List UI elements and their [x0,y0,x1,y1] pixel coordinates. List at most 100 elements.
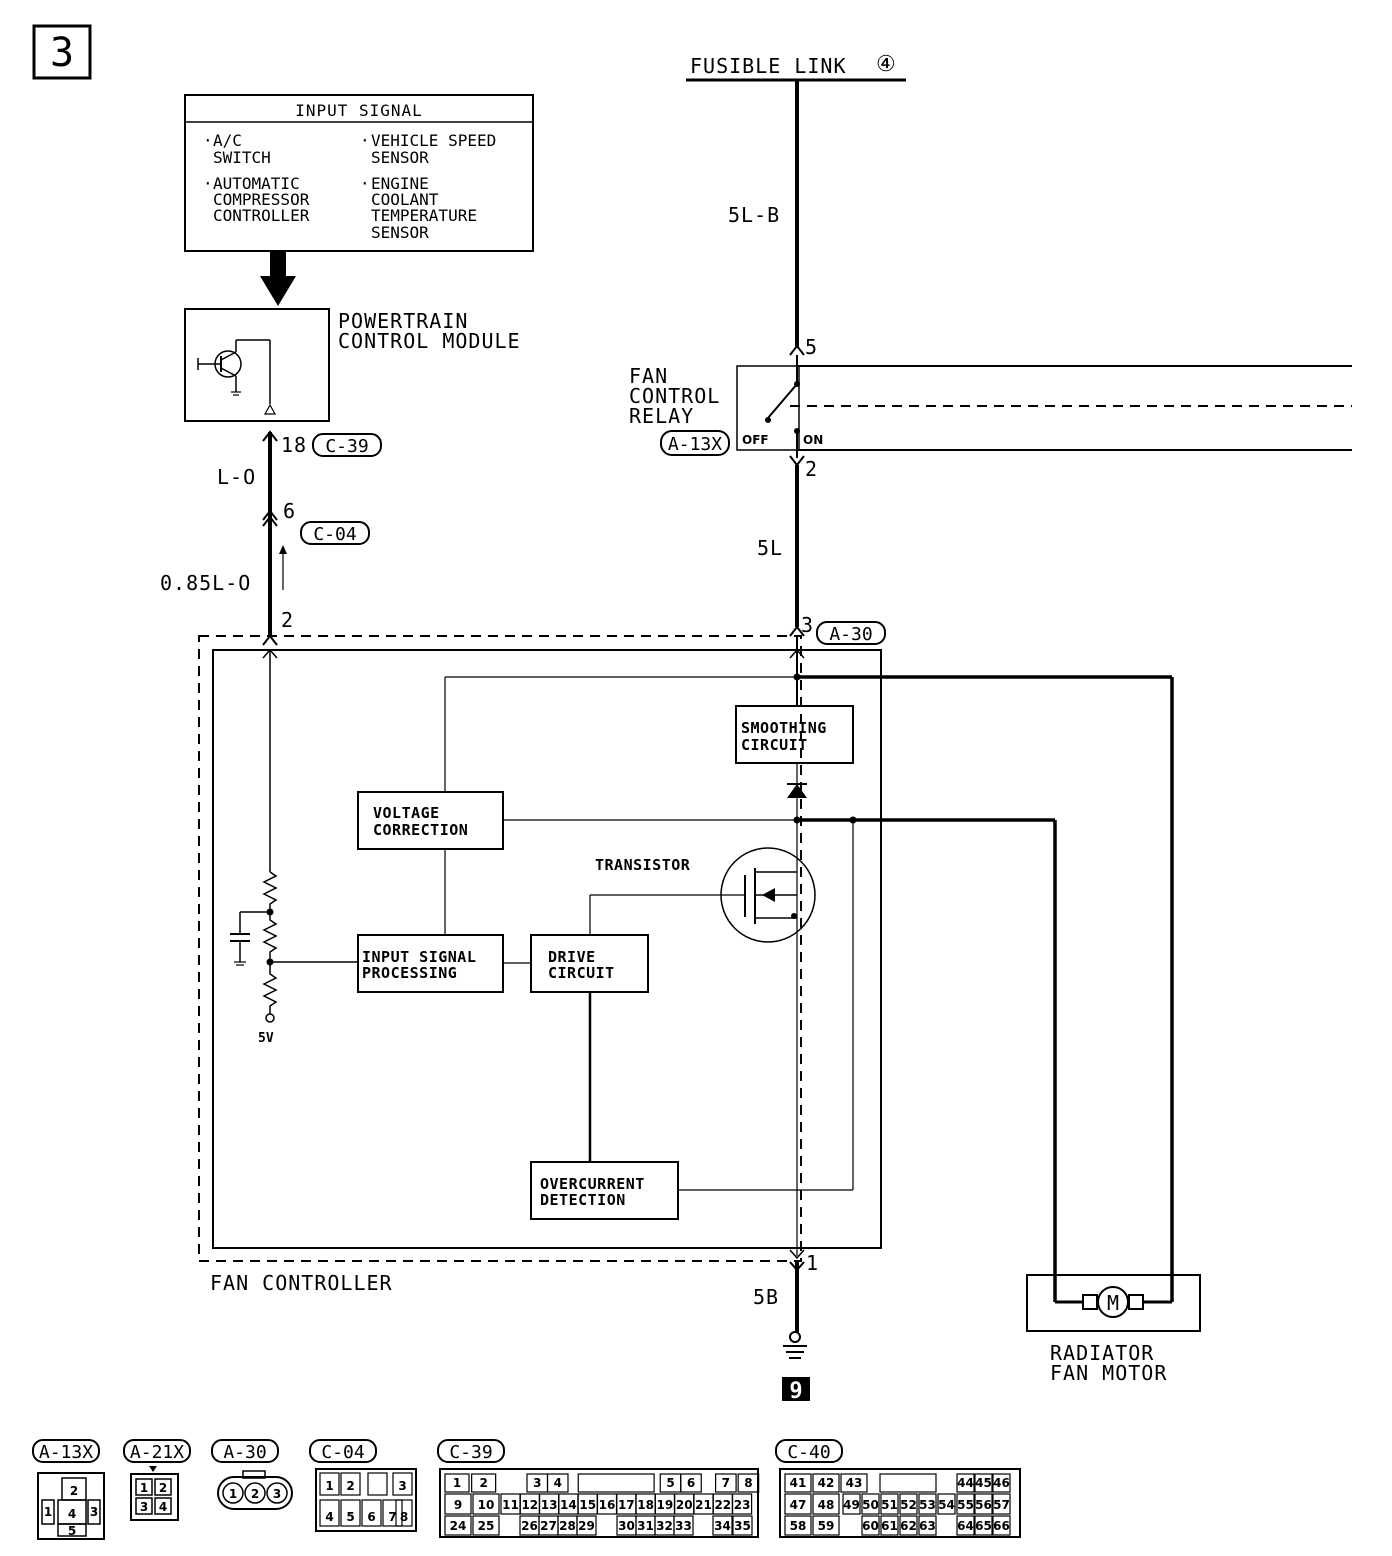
fan-controller-label: FAN CONTROLLER [210,1271,393,1295]
c40-pin-cell [861,1493,880,1515]
input-processing-label-2: PROCESSING [362,964,457,982]
c39-pin-label: 30 [618,1519,635,1533]
c39-pin-label: 31 [637,1519,654,1533]
conn-c39-label: C-39 [449,1442,492,1463]
c39-pin-cell [731,1493,753,1515]
motor-symbol: M [1107,1291,1119,1315]
motor-label-2: FAN MOTOR [1050,1361,1167,1385]
c40-pin-cell [937,1493,956,1515]
c04-pin-cell [319,1472,340,1496]
svg-text:·: · [360,174,370,193]
c04-pin-cell [361,1499,382,1527]
c40-pin-cell [880,1493,899,1515]
wire-label-5l-b: 5L-B [728,203,780,227]
overcurrent-label-1: OVERCURRENT [540,1175,645,1193]
c04-pin-label: 4 [325,1510,333,1524]
c40-pin-cell [842,1493,861,1515]
svg-text:2: 2 [159,1481,167,1495]
c39-pin-label: 35 [734,1519,751,1533]
c40-pin-label: 44 [957,1476,974,1490]
svg-text:·: · [203,174,213,193]
c39-pin-label: 14 [560,1498,577,1512]
conn-a13x-label: A-13X [39,1442,93,1463]
c39-pin-label: 17 [618,1498,635,1512]
motor-icon [1097,1286,1129,1318]
c40-pin-label: 43 [846,1476,863,1490]
svg-text:1: 1 [44,1505,52,1519]
connector-mark-pin6-b [262,509,278,521]
c40-pin-label: 53 [919,1498,936,1512]
c40-pin-cell [840,1473,868,1493]
c40-pin-label: 45 [975,1476,992,1490]
c04-pin-cell [392,1472,413,1496]
c39-pin-label: 34 [714,1519,731,1533]
c40-pin-cell [899,1493,918,1515]
c04-pin-cell [382,1499,403,1527]
wire-label-l-o: L-O [217,465,256,489]
svg-text:1: 1 [229,1487,237,1501]
voltage-label-1: VOLTAGE [373,804,440,822]
c40-pin-label: 57 [993,1498,1010,1512]
input-processing-label-1: INPUT SIGNAL [362,948,476,966]
connector-mark-pin3 [789,625,805,637]
wire-label-5b: 5B [753,1285,779,1309]
fan-controller-box [212,649,882,1249]
c39-pin-cell [732,1515,753,1536]
a30-connector-outline [816,621,886,645]
c39-pin-label: 7 [722,1476,730,1490]
pcm-label-2: CONTROL MODULE [338,329,521,353]
svg-text:3: 3 [140,1500,148,1514]
input-item-ect-1: ENGINE [371,174,429,193]
c40-pin-cell [992,1493,1011,1515]
c39-pin-label: 32 [656,1519,673,1533]
c39-pin-label: 10 [478,1498,495,1512]
a30-connector-label: A-30 [829,624,872,645]
pin-3-label: 3 [801,613,814,637]
c40-pin-cell [880,1515,899,1536]
input-signal-box [184,94,534,252]
c39-pin-cell [673,1515,694,1536]
signal-arrow-head [260,276,296,306]
svg-text:·: · [360,131,370,150]
c39-pin-cell [444,1473,470,1493]
c39-pin-label: 23 [734,1498,751,1512]
ground-point-badge [782,1377,810,1401]
c40-pin-label: 47 [790,1498,807,1512]
svg-text:·: · [203,131,213,150]
c39-pin-cell [471,1473,497,1493]
c40-pin-cell [812,1515,840,1536]
supply-5v-label: 5V [258,1031,274,1046]
c39-pin-cell [444,1493,472,1515]
c39-pin-label: 22 [714,1498,731,1512]
c39-pin-label: 16 [599,1498,616,1512]
connector-mark-pin5 [789,344,805,356]
c40-pin-cell [974,1473,993,1493]
c39-pin-label: 5 [666,1476,674,1490]
c40-pin-label: 64 [957,1519,974,1533]
relay-off-label: OFF [742,433,769,447]
ground-terminal [789,1331,801,1343]
c40-pin-label: 63 [919,1519,936,1533]
relay-connector-label: A-13X [668,434,722,455]
conn-c40-label: C-40 [787,1442,830,1463]
c04-pin-label: 8 [400,1510,408,1524]
transistor-label: TRANSISTOR [595,856,691,874]
relay-on-label: ON [803,433,823,447]
c04-pin-cell [340,1472,361,1496]
motor-brush-right [1128,1294,1144,1310]
c39-pin-label: 3 [533,1476,541,1490]
resistor-bottom [262,962,278,1014]
smoothing-label-1: SMOOTHING [741,719,827,737]
c04-pin-label: 2 [346,1479,354,1493]
connector-view-a13x: A-13X 2 1 4 3 5 [32,1439,105,1540]
c40-pin-cell [992,1515,1011,1536]
c39-pin-label: 4 [554,1476,562,1490]
input-item-ac-2: SWITCH [213,148,271,167]
input-item-ect-2: COOLANT [371,190,439,209]
c40-pin-label: 46 [993,1476,1010,1490]
connector-view-a21x: A-21X 1 2 3 4 [123,1439,191,1521]
c04-pin-cell [367,1472,388,1496]
